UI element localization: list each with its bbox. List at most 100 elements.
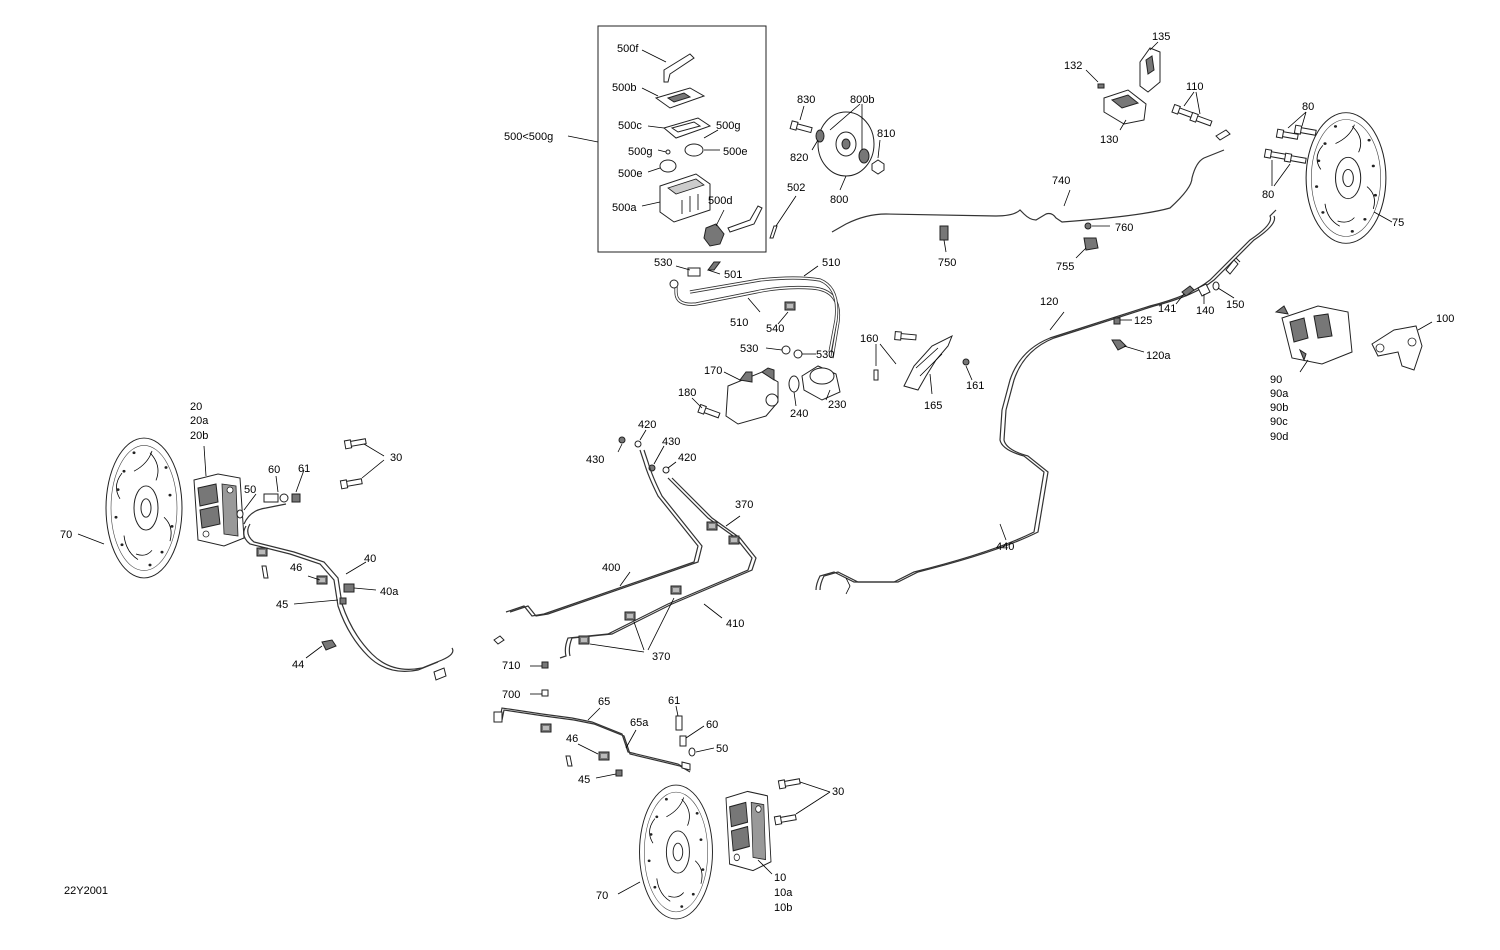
part-500e-plug [647, 143, 720, 173]
part-150-washer [1212, 281, 1235, 299]
callout-810: 810 [877, 128, 895, 140]
part-120a-clip [1111, 339, 1145, 353]
part-30-bolts-right [773, 776, 831, 826]
callout-120a: 120a [1146, 350, 1171, 362]
callout-370: 370 [735, 499, 753, 511]
callout-740: 740 [1052, 175, 1070, 187]
part-530-fittings [669, 265, 816, 359]
callout-44: 44 [292, 659, 304, 671]
part-500a-reservoir [641, 173, 711, 223]
callout-160: 160 [860, 333, 878, 345]
callout-120: 120 [1040, 296, 1058, 308]
part-65-front-hose-right [493, 707, 691, 773]
diagram-reference-id: 22Y2001 [64, 885, 108, 897]
callout-20b: 20b [190, 430, 208, 442]
callout-700: 700 [502, 689, 520, 701]
callout-540: 540 [766, 323, 784, 335]
callout-140: 140 [1196, 305, 1214, 317]
part-755-bracket [1075, 237, 1099, 259]
callout-60: 60 [706, 719, 718, 731]
callout-500a: 500a [612, 202, 637, 214]
callout-161: 161 [966, 380, 984, 392]
part-830-bolt [789, 105, 813, 135]
part-710-fitting [530, 661, 549, 669]
callout-420: 420 [678, 452, 696, 464]
callout-135: 135 [1152, 31, 1170, 43]
part-161-nut [962, 358, 973, 381]
part-60-screw-right [679, 725, 705, 747]
callout-61: 61 [298, 463, 310, 475]
part-44-bracket [305, 639, 337, 659]
callout-430: 430 [662, 436, 680, 448]
part-501-screw [707, 261, 721, 275]
callout-502: 502 [787, 182, 805, 194]
part-240-oring [788, 375, 800, 407]
part-46-clip-right [540, 723, 610, 761]
part-500d-bracket [703, 205, 763, 247]
callout-10b: 10b [774, 902, 792, 914]
callout-820: 820 [790, 152, 808, 164]
callout-500c: 500c [618, 120, 642, 132]
part-820-washer [811, 129, 825, 151]
part-370-clips [578, 515, 741, 653]
part-10-front-caliper-right [725, 790, 773, 875]
part-30-bolts-left [339, 436, 385, 490]
part-125-screw [1113, 317, 1132, 325]
part-500b-cap [641, 87, 706, 109]
part-132-screw [1085, 69, 1105, 89]
part-170-pump-body [723, 367, 779, 425]
callout-370: 370 [652, 651, 670, 663]
callout-90c: 90c [1270, 416, 1288, 428]
callout-50: 50 [716, 743, 728, 755]
part-70-front-disc-right [617, 784, 713, 920]
part-700-fitting [530, 689, 549, 697]
callout-410: 410 [726, 618, 744, 630]
callout-165: 165 [924, 400, 942, 412]
callout-141: 141 [1158, 303, 1176, 315]
callout-45: 45 [578, 774, 590, 786]
callout-90a: 90a [1270, 388, 1289, 400]
callout-800: 800 [830, 194, 848, 206]
callout-labels: 500<500g 500f 500b 500c 500g 500g 500e 5… [60, 31, 1454, 914]
part-500c-diaphragm [647, 117, 712, 139]
part-135-bracket [1139, 41, 1161, 93]
callout-500e: 500e [618, 168, 642, 180]
callout-510: 510 [822, 257, 840, 269]
part-20-front-caliper-left [193, 445, 245, 547]
part-80-bolts [1263, 111, 1317, 187]
callout-530: 530 [654, 257, 672, 269]
callout-500e: 500e [723, 146, 747, 158]
part-500f-clip [641, 49, 695, 83]
callout-750: 750 [938, 257, 956, 269]
callout-132: 132 [1064, 60, 1082, 72]
callout-65a: 65a [630, 717, 649, 729]
callout-530: 530 [816, 349, 834, 361]
callout-30: 30 [390, 452, 402, 464]
callout-70: 70 [596, 890, 608, 902]
callout-500g: 500g [716, 120, 740, 132]
callout-430: 430 [586, 454, 604, 466]
callout-500: 500<500g [504, 131, 553, 143]
callout-40: 40 [364, 553, 376, 565]
part-50-washer-left [236, 493, 257, 519]
callout-830: 830 [797, 94, 815, 106]
part-141-fitting [1175, 285, 1195, 305]
part-40-front-hose-left [243, 503, 454, 681]
callout-510: 510 [730, 317, 748, 329]
callout-75: 75 [1392, 217, 1404, 229]
part-510-brake-lines [674, 265, 841, 359]
callout-150: 150 [1226, 299, 1244, 311]
callout-30: 30 [832, 786, 844, 798]
part-61-bleeder-right [675, 705, 683, 731]
callout-500f: 500f [617, 43, 639, 55]
part-230-cap [801, 365, 841, 401]
callout-755: 755 [1056, 261, 1074, 273]
part-46-clip-left [256, 547, 328, 585]
part-180-bolt [691, 397, 721, 420]
part-75-rear-disc [1305, 112, 1393, 244]
part-130-housing [1103, 89, 1147, 131]
part-110-bolts [1171, 91, 1213, 128]
callout-46: 46 [290, 562, 302, 574]
part-800b-bearing [829, 103, 870, 164]
part-750-clip [939, 225, 949, 253]
